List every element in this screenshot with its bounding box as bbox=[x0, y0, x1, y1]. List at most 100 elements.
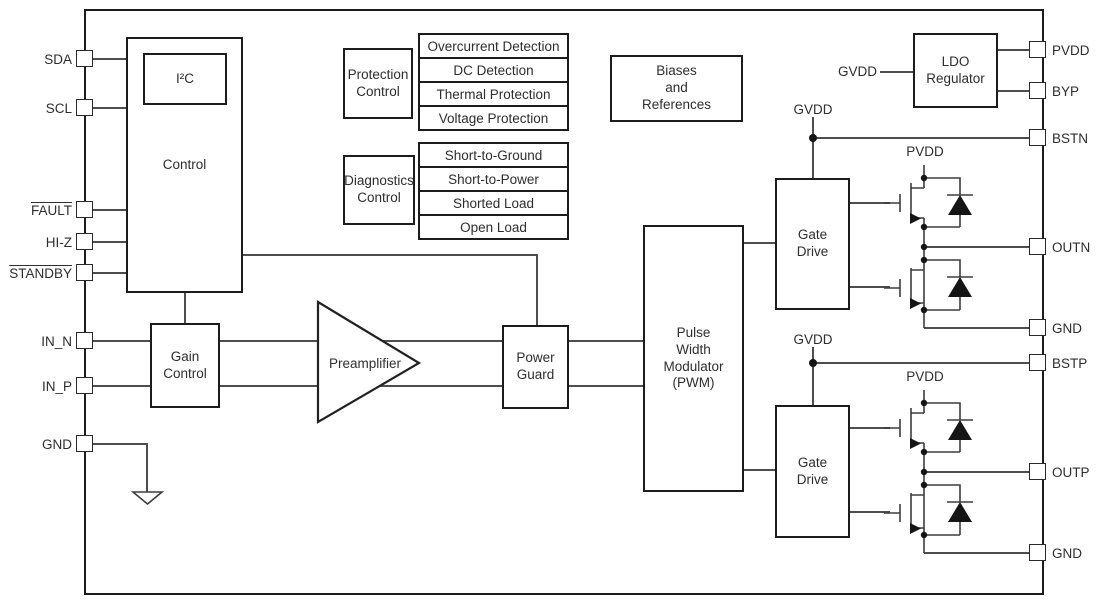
pin-standby-label: STANDBY bbox=[9, 266, 72, 281]
wire-gvdd-n bbox=[812, 117, 814, 179]
diagnostics-item: Short-to-Ground bbox=[418, 142, 569, 168]
net-label-pvdd: PVDD bbox=[906, 144, 944, 159]
pin-bstp-label: BSTP bbox=[1052, 356, 1088, 371]
pin-hiz-label: HI-Z bbox=[45, 235, 72, 250]
pin-sda bbox=[76, 50, 93, 67]
wire-gnd-p bbox=[924, 552, 1031, 554]
wire-gnd-n bbox=[924, 327, 1031, 329]
pin-gnd-left bbox=[76, 435, 93, 452]
diagnostics-item-label: Open Load bbox=[460, 219, 527, 235]
protection-item: Overcurrent Detection bbox=[418, 33, 569, 59]
wire-hiz bbox=[93, 241, 127, 243]
pin-in-n bbox=[76, 332, 93, 349]
wire-outn bbox=[924, 246, 1031, 248]
block-gain-control: Gain Control bbox=[150, 323, 220, 408]
diagnostics-item: Open Load bbox=[418, 214, 569, 240]
pin-bstn-label: BSTN bbox=[1052, 131, 1089, 146]
pin-byp bbox=[1029, 82, 1046, 99]
power-guard-label: Power Guard bbox=[516, 350, 555, 382]
diagnostics-item-label: Shorted Load bbox=[452, 195, 535, 211]
pin-fault-label: FAULT bbox=[30, 203, 72, 218]
wire-outp bbox=[924, 471, 1031, 473]
gate-drive-label: Gate Drive bbox=[796, 227, 829, 259]
diagnostics-item-label: Short-to-Ground bbox=[444, 147, 543, 163]
pin-scl-label: SCL bbox=[45, 101, 72, 116]
pin-gnd-p-label: GND bbox=[1052, 546, 1082, 561]
pin-scl bbox=[76, 99, 93, 116]
pin-in-p bbox=[76, 377, 93, 394]
half-bridge-p bbox=[884, 390, 973, 553]
pin-sda-label: SDA bbox=[44, 52, 72, 67]
pin-fault bbox=[76, 201, 93, 218]
wire-pwm-gatedrive-p bbox=[743, 469, 776, 471]
diagnostics-item: Shorted Load bbox=[418, 190, 569, 216]
biases-label: Biases and References bbox=[641, 63, 712, 112]
wire-scl bbox=[93, 107, 127, 109]
wire-gvdd-p bbox=[812, 347, 814, 406]
net-label-pvdd: PVDD bbox=[906, 369, 944, 384]
wire-gate-high-p bbox=[850, 427, 890, 429]
pin-gnd-p bbox=[1029, 544, 1046, 561]
protection-control-label: Protection Control bbox=[347, 66, 409, 99]
wire-bstp bbox=[813, 362, 1031, 364]
wire-pwm-gatedrive-n bbox=[743, 242, 776, 244]
protection-item: DC Detection bbox=[418, 57, 569, 83]
pin-gnd-n-label: GND bbox=[1052, 321, 1082, 336]
preamplifier-triangle bbox=[316, 300, 422, 424]
protection-items-stack: Overcurrent Detection DC Detection Therm… bbox=[418, 33, 569, 131]
preamplifier-label: Preamplifier bbox=[328, 356, 402, 371]
junction-dot bbox=[809, 134, 817, 142]
wire-gate-low-p bbox=[850, 511, 890, 513]
pin-pvdd-label: PVDD bbox=[1052, 43, 1090, 58]
wire-gnd-down bbox=[146, 443, 148, 493]
diagnostics-item-label: Short-to-Power bbox=[448, 171, 539, 187]
gain-control-label: Gain Control bbox=[163, 348, 207, 381]
block-diagnostics-control: Diagnostics Control bbox=[343, 155, 415, 225]
gate-drive-label: Gate Drive bbox=[796, 454, 829, 487]
ground-symbol bbox=[130, 491, 165, 506]
wire-standby bbox=[93, 272, 127, 274]
pin-hiz bbox=[76, 233, 93, 250]
diagnostics-control-label: Diagnostics Control bbox=[344, 173, 414, 205]
protection-item: Voltage Protection bbox=[418, 105, 569, 131]
block-pwm: Pulse Width Modulator (PWM) bbox=[643, 225, 744, 492]
pin-outn bbox=[1029, 238, 1046, 255]
wire-gnd-stub bbox=[93, 443, 148, 445]
pin-outp bbox=[1029, 463, 1046, 480]
ldo-label: LDO Regulator bbox=[926, 53, 985, 86]
block-power-guard: Power Guard bbox=[502, 325, 569, 409]
net-label-gvdd: GVDD bbox=[837, 64, 877, 79]
wire-gate-high-n bbox=[850, 202, 890, 204]
pin-bstn bbox=[1029, 129, 1046, 146]
pin-outn-label: OUTN bbox=[1052, 240, 1091, 255]
protection-item-label: Thermal Protection bbox=[436, 86, 551, 102]
half-bridge-n bbox=[884, 165, 973, 328]
pin-standby bbox=[76, 264, 93, 281]
net-label-gvdd: GVDD bbox=[793, 332, 833, 347]
chip-boundary bbox=[84, 9, 1044, 595]
wire-gvdd-ldo bbox=[880, 71, 913, 73]
net-label-gvdd: GVDD bbox=[793, 102, 833, 117]
pin-outp-label: OUTP bbox=[1052, 465, 1090, 480]
protection-item: Thermal Protection bbox=[418, 81, 569, 107]
pin-gnd-n bbox=[1029, 319, 1046, 336]
pin-byp-label: BYP bbox=[1052, 84, 1080, 99]
wire-bstn bbox=[813, 137, 1031, 139]
wire-control-gaincontrol bbox=[184, 291, 186, 325]
protection-item-label: Overcurrent Detection bbox=[427, 38, 560, 54]
wire-control-powerguard-drop bbox=[536, 254, 538, 326]
block-gate-drive-n: Gate Drive bbox=[775, 178, 850, 310]
protection-item-label: DC Detection bbox=[453, 62, 534, 78]
wire-ldo-pvdd bbox=[997, 49, 1031, 51]
wire-gate-low-n bbox=[850, 286, 890, 288]
block-gate-drive-p: Gate Drive bbox=[775, 405, 850, 538]
control-label: Control bbox=[162, 156, 207, 172]
block-protection-control: Protection Control bbox=[343, 48, 413, 119]
wire-fault bbox=[93, 209, 127, 211]
pin-in-p-label: IN_P bbox=[41, 379, 72, 394]
pwm-label: Pulse Width Modulator (PWM) bbox=[663, 324, 724, 391]
wire-sda bbox=[93, 58, 127, 60]
wire-control-powerguard bbox=[243, 254, 537, 256]
pin-gnd-left-label: GND bbox=[42, 437, 72, 452]
